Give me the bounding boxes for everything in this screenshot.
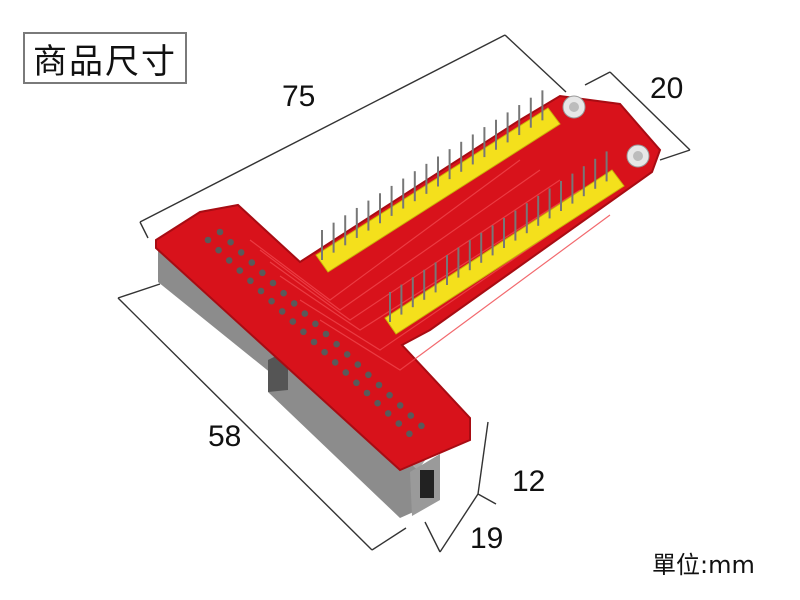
- pin-hole: [322, 330, 330, 338]
- pin-hole: [407, 412, 415, 419]
- pin-hole: [310, 338, 318, 346]
- dimension-75: 75: [282, 80, 316, 113]
- pin-hole: [300, 328, 307, 336]
- header-pins: [321, 90, 608, 322]
- pin-hole: [363, 389, 371, 397]
- dimension-12: 12: [512, 465, 546, 498]
- pin-hole: [278, 308, 286, 315]
- pin-hole: [342, 369, 350, 376]
- pin-hole: [248, 259, 256, 266]
- pin-hole: [395, 420, 403, 427]
- yellow-header-top: [315, 107, 561, 273]
- pin-hole: [354, 361, 362, 368]
- pin-hole: [375, 381, 383, 389]
- pin-hole: [343, 351, 351, 358]
- pin-hole: [227, 238, 234, 246]
- pin-hole: [374, 399, 381, 407]
- dimension-58: 58: [208, 420, 242, 453]
- pin-hole: [365, 371, 372, 379]
- yellow-header-bottom: [384, 169, 625, 335]
- red-pcb-board: [155, 94, 662, 472]
- pin-hole: [321, 348, 328, 356]
- pin-hole: [333, 340, 340, 348]
- pin-hole: [280, 289, 287, 297]
- pin-hole: [331, 359, 339, 366]
- pin-hole: [204, 236, 212, 244]
- pin-hole: [386, 391, 393, 399]
- pin-hole: [216, 228, 224, 236]
- pin-hole: [259, 269, 266, 277]
- dimension-lines: [117, 34, 691, 553]
- pin-hole: [257, 287, 265, 295]
- product-size-title: 商品尺寸: [23, 32, 187, 84]
- pin-hole: [301, 310, 309, 317]
- dimension-19: 19: [470, 522, 504, 555]
- pin-hole: [236, 267, 244, 274]
- pin-hole: [406, 430, 413, 438]
- pin-hole: [268, 297, 275, 305]
- pin-hole: [225, 257, 233, 264]
- pin-hole: [312, 320, 319, 328]
- pin-hole: [418, 422, 425, 430]
- unit-label: 單位:mm: [652, 551, 755, 579]
- pin-hole: [237, 249, 245, 256]
- left-pin-grid: [204, 228, 425, 438]
- pin-hole: [269, 279, 277, 287]
- pin-hole: [289, 318, 297, 325]
- pin-hole: [396, 402, 404, 409]
- pin-hole: [215, 246, 222, 254]
- dimension-20: 20: [650, 72, 684, 105]
- pin-hole: [384, 410, 392, 417]
- pin-hole: [290, 300, 298, 307]
- pin-hole: [247, 277, 254, 285]
- pin-hole: [353, 379, 360, 387]
